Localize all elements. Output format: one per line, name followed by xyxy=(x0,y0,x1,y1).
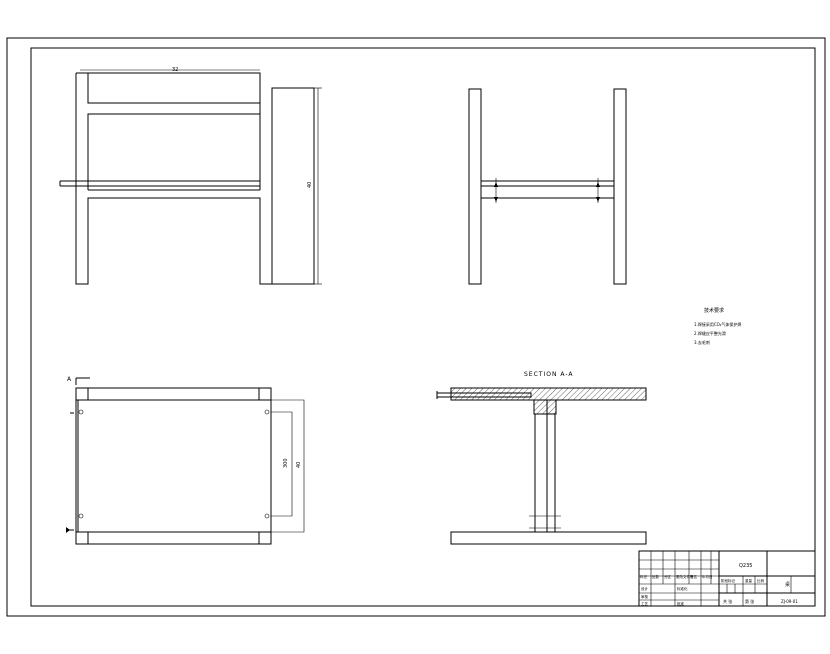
tb-label-mark: 标记 xyxy=(640,574,648,579)
title-block xyxy=(638,550,816,607)
tb-scale-label: 比例 xyxy=(757,578,765,583)
tb-label-date: 年月日 xyxy=(702,574,713,579)
tb-sheet-num: 第 张 xyxy=(745,598,754,604)
side-view xyxy=(468,88,627,285)
tb-drawing-no: ZJ-09-01 xyxy=(781,599,798,604)
dim-plan-inner: 300 xyxy=(283,458,289,468)
notes-heading: 技术要求 xyxy=(704,307,724,314)
tb-label-sign: 签名 xyxy=(690,574,697,579)
tb-label-zone: 分区 xyxy=(664,574,672,579)
sheet-inner-border xyxy=(30,47,816,607)
tb-standard: 标准化 xyxy=(677,586,688,591)
tb-stage: 阶段标记 xyxy=(721,578,735,583)
tb-review: 审核 xyxy=(641,594,649,599)
sheet-outer-border xyxy=(6,37,826,617)
notes-line-3: 3.去毛刺 xyxy=(694,339,710,345)
tb-weight: 重量 xyxy=(745,578,753,583)
tb-label-count: 处数 xyxy=(652,574,660,579)
section-title: SECTION A-A xyxy=(524,371,573,378)
tb-sheet-total: 共 张 xyxy=(723,598,732,604)
dim-plan-outer: 40 xyxy=(296,462,302,468)
dim-front-height: 40 xyxy=(307,182,313,188)
notes-line-1: 1.焊接采用CO₂气体保护焊 xyxy=(694,321,741,327)
plan-view xyxy=(66,377,305,545)
dim-front-width: 32 xyxy=(172,67,178,73)
section-marker-label: A xyxy=(67,376,72,383)
front-view xyxy=(59,69,322,285)
notes-line-2: 2.焊缝应平整光滑 xyxy=(694,330,726,336)
tb-process: 工艺 xyxy=(641,601,649,606)
section-view xyxy=(436,387,647,545)
tb-part-name: 桌 xyxy=(785,581,790,588)
tb-design: 设计 xyxy=(641,586,649,591)
tb-material: Q235 xyxy=(739,563,752,569)
tb-label-change: 更改文件号 xyxy=(676,574,694,579)
tb-approve: 批准 xyxy=(677,601,685,606)
